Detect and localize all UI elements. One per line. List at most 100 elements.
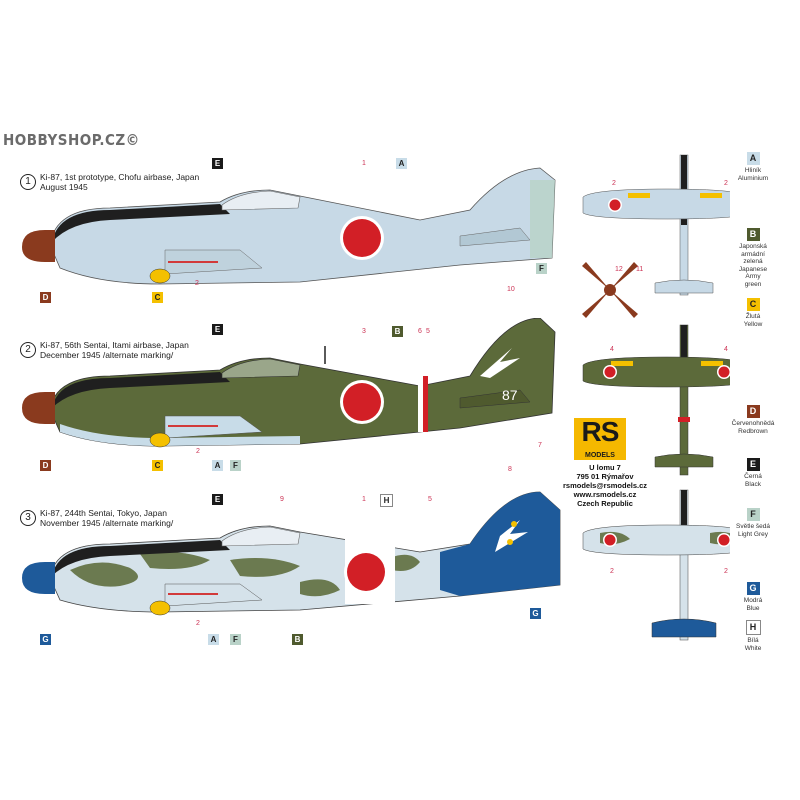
legend-label: green xyxy=(744,280,762,288)
scheme-number: 3 xyxy=(20,510,36,526)
canopy xyxy=(221,190,301,211)
color-tag-a: A xyxy=(396,158,407,169)
aircraft-side-view xyxy=(22,167,556,285)
marking-callout: 8 xyxy=(508,466,512,473)
color-tag-h: H xyxy=(380,494,393,507)
topview-scheme-3 xyxy=(582,489,730,641)
antiglare-panel xyxy=(52,372,230,408)
legend-label: Černá xyxy=(744,473,762,480)
legend-label: Světle šedá xyxy=(736,523,770,530)
legend-label: Army xyxy=(745,273,761,280)
hinomaru xyxy=(343,219,381,257)
legend-swatch: C xyxy=(746,298,760,311)
legend-label: Aluminium xyxy=(737,174,769,182)
caption-line: Ki-87, 56th Sentai, Itami airbase, Japan xyxy=(40,340,189,350)
legend-swatch: A xyxy=(746,152,760,165)
rudder xyxy=(530,180,555,258)
marking-callout: 5 xyxy=(428,496,432,503)
topview-callout: 4 xyxy=(610,346,614,353)
landing-gear xyxy=(149,268,171,284)
spinner xyxy=(22,230,55,262)
camo-blotch xyxy=(390,554,420,571)
color-tag-c: C xyxy=(152,292,163,303)
legend-label: Žlutá xyxy=(745,313,761,320)
caption-line: Ki-87, 244th Sentai, Tokyo, Japan xyxy=(40,508,167,518)
propeller xyxy=(582,262,638,318)
scheme-number: 2 xyxy=(20,342,36,358)
fuselage-band-red xyxy=(423,376,428,432)
antiglare-panel xyxy=(52,204,230,242)
legend-item-g: G Modrá Blue xyxy=(728,582,778,612)
landing-gear xyxy=(149,432,171,448)
legend-swatch: B xyxy=(746,228,760,241)
color-tag-c: C xyxy=(152,460,163,471)
stabilizer xyxy=(459,389,531,409)
spinner xyxy=(22,562,55,594)
marking-callout: 6 xyxy=(418,328,422,335)
color-tag-b: B xyxy=(292,634,303,645)
legend-label: Redbrown xyxy=(738,427,768,435)
legend-label: Bílá xyxy=(747,637,759,644)
tail-emblem xyxy=(480,348,520,378)
topview-callout: 4 xyxy=(724,346,728,353)
watermark-text: HOBBYSHOP.CZ© xyxy=(3,131,140,149)
hinomaru xyxy=(347,553,385,591)
scheme-2: 2 Ki-87, 56th Sentai, Itami airbase, Jap… xyxy=(0,286,570,488)
logo-letters: RS xyxy=(581,416,620,447)
scheme-1: 1 Ki-87, 1st prototype, Chofu airbase, J… xyxy=(0,150,570,320)
aircraft-side-view: 87 xyxy=(22,318,556,448)
legend-label: Yellow xyxy=(743,320,763,328)
caption-line: Ki-87, 1st prototype, Chofu airbase, Jap… xyxy=(40,172,200,182)
legend-label: armádní xyxy=(741,250,765,258)
antiglare-panel xyxy=(52,540,230,576)
scheme-3: 3 Ki-87, 244th Sentai, Tokyo, Japan Nove… xyxy=(0,466,570,660)
scheme-number: 1 xyxy=(20,174,36,190)
legend-swatch: E xyxy=(746,458,760,471)
topview-callout: 2 xyxy=(724,568,728,575)
address-line: U lomu 7 xyxy=(589,463,621,472)
company-address: U lomu 7 795 01 Rýmařov rsmodels@rsmodel… xyxy=(550,463,660,508)
legend-label: Modrá xyxy=(743,597,763,604)
address-email: rsmodels@rsmodels.cz xyxy=(562,481,647,490)
caption-line: December 1945 /alternate marking/ xyxy=(40,350,174,360)
legend-swatch: H xyxy=(745,620,761,635)
legend-item-a: A Hliník Aluminium xyxy=(728,152,778,182)
legend-label: White xyxy=(744,644,762,652)
tail-star xyxy=(507,539,513,545)
rs-models-logo: RS MODELS xyxy=(574,416,626,460)
address-line: 795 01 Rýmařov xyxy=(576,472,634,481)
aircraft-side-view xyxy=(22,491,561,616)
marking-callout: 2 xyxy=(195,280,199,287)
canopy xyxy=(221,358,301,379)
marking-callout: 10 xyxy=(507,286,515,293)
marking-callout: 5 xyxy=(426,328,430,335)
color-tag-b: B xyxy=(392,326,403,337)
address-website: www.rsmodels.cz xyxy=(573,490,637,499)
color-tag-f: F xyxy=(230,460,241,471)
legend-label: Light Grey xyxy=(738,530,768,538)
caption-line: November 1945 /alternate marking/ xyxy=(40,518,174,528)
topview-scheme-1 xyxy=(582,154,730,296)
legend-swatch: G xyxy=(746,582,760,595)
color-tag-e: E xyxy=(212,494,223,505)
legend-label: zelená xyxy=(743,258,763,265)
topview-scheme-2 xyxy=(582,324,730,476)
legend-label: Japonská xyxy=(739,243,767,250)
legend-item-b: B Japonská armádní zelená Japanese Army … xyxy=(728,228,778,288)
marking-callout: 2 xyxy=(196,620,200,627)
marking-callout: 1 xyxy=(362,496,366,503)
marking-callout: 3 xyxy=(362,328,366,335)
legend-item-h: H Bílá White xyxy=(728,620,778,652)
camo-blotch xyxy=(300,579,340,597)
spinner xyxy=(22,392,55,424)
hinomaru xyxy=(343,383,381,421)
color-tag-g: G xyxy=(530,608,541,619)
topview-callout: 2 xyxy=(610,568,614,575)
color-tag-e: E xyxy=(212,158,223,169)
color-tag-g: G xyxy=(40,634,51,645)
legend-swatch: F xyxy=(746,508,760,521)
legend-item-f: F Světle šedá Light Grey xyxy=(728,508,778,538)
color-tag-d: D xyxy=(40,460,51,471)
color-tag-d: D xyxy=(40,292,51,303)
color-tag-f: F xyxy=(536,263,547,274)
